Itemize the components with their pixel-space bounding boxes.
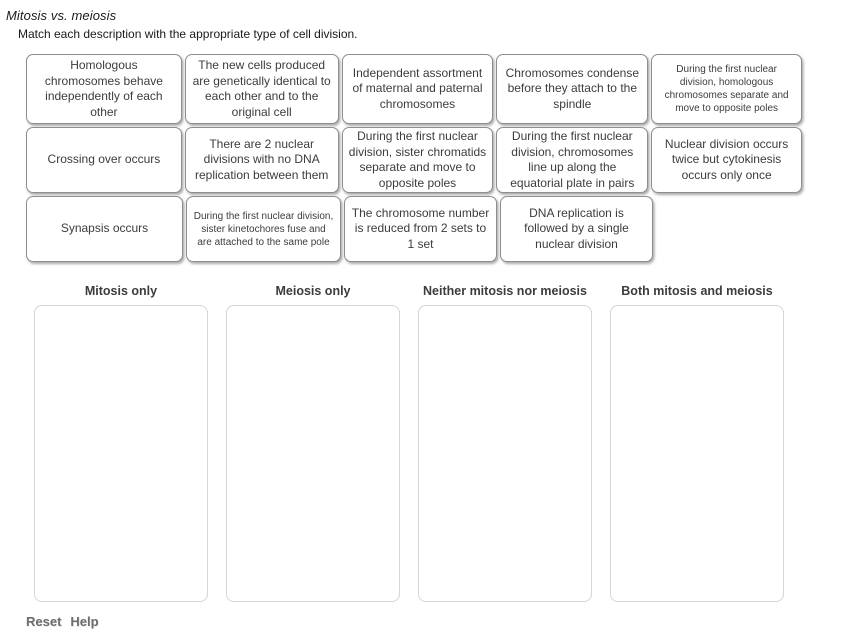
draggable-tile[interactable]: DNA replication is followed by a single … (500, 196, 653, 262)
drop-column-meiosis-only: Meiosis only (226, 284, 400, 602)
draggable-tile[interactable]: The new cells produced are genetically i… (184, 54, 339, 124)
tile-row: Homologous chromosomes behave independen… (26, 54, 803, 124)
drop-zone-area: Mitosis only Meiosis only Neither mitosi… (34, 284, 794, 602)
drop-zone-header: Both mitosis and meiosis (621, 284, 773, 298)
draggable-tile[interactable]: There are 2 nuclear divisions with no DN… (184, 127, 339, 193)
draggable-tile[interactable]: Homologous chromosomes behave independen… (26, 54, 182, 124)
draggable-tile[interactable]: During the first nuclear division, homol… (651, 54, 803, 124)
tile-bank: Homologous chromosomes behave independen… (26, 54, 803, 265)
draggable-tile[interactable]: The chromosome number is reduced from 2 … (344, 196, 497, 262)
drop-zone-neither[interactable] (418, 305, 592, 602)
drop-zone-both[interactable] (610, 305, 784, 602)
draggable-tile[interactable]: During the first nuclear division, chrom… (496, 127, 649, 193)
drop-column-mitosis-only: Mitosis only (34, 284, 208, 602)
draggable-tile[interactable]: Independent assortment of maternal and p… (341, 54, 494, 124)
drop-column-neither: Neither mitosis nor meiosis (418, 284, 592, 602)
reset-button[interactable]: Reset (26, 614, 62, 629)
drop-zone-meiosis-only[interactable] (226, 305, 400, 602)
instructions-text: Match each description with the appropri… (18, 27, 358, 41)
draggable-tile[interactable]: Crossing over occurs (26, 127, 182, 193)
draggable-tile[interactable]: During the first nuclear division, siste… (341, 127, 494, 193)
draggable-tile[interactable]: Chromosomes condense before they attach … (496, 54, 649, 124)
draggable-tile[interactable]: Synapsis occurs (26, 196, 183, 262)
draggable-tile[interactable]: Nuclear division occurs twice but cytoki… (651, 127, 803, 193)
drop-column-both: Both mitosis and meiosis (610, 284, 784, 602)
draggable-tile[interactable]: During the first nuclear division, siste… (186, 196, 341, 262)
drop-zone-mitosis-only[interactable] (34, 305, 208, 602)
page-title: Mitosis vs. meiosis (6, 8, 117, 23)
drop-zone-header: Neither mitosis nor meiosis (423, 284, 587, 298)
drop-zone-header: Mitosis only (84, 284, 158, 298)
help-button[interactable]: Help (70, 614, 99, 629)
footer-controls: Reset Help (26, 614, 99, 629)
drop-zone-header: Meiosis only (275, 284, 351, 298)
tile-row: Synapsis occurs During the first nuclear… (26, 196, 802, 262)
tile-row: Crossing over occurs There are 2 nuclear… (26, 127, 803, 193)
